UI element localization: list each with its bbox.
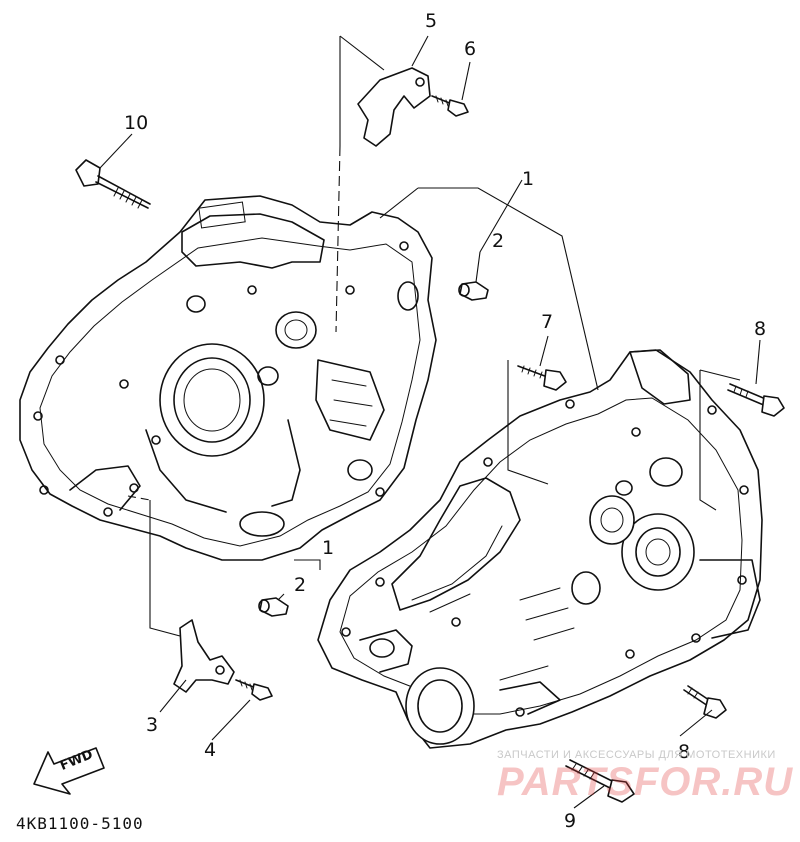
- screw-6: [431, 95, 469, 117]
- watermark-brand: PARTSFOR.RU: [497, 760, 794, 804]
- diagram-code: 4KB1100-5100: [16, 814, 144, 833]
- left-crankcase-half: [19, 195, 437, 561]
- bolt-9: [565, 759, 635, 803]
- callout-10: 10: [124, 112, 149, 134]
- bolt-10: [75, 159, 151, 209]
- bracket-5: [357, 67, 431, 147]
- fwd-arrow-icon: [33, 747, 105, 795]
- callout-3: 3: [146, 714, 159, 736]
- leader-lines: [99, 35, 761, 809]
- bracket-3: [173, 619, 235, 693]
- watermark-tagline: ЗАПЧАСТИ И АКСЕССУАРЫ ДЛЯ МОТОТЕХНИКИ: [497, 749, 776, 761]
- callout-5: 5: [425, 10, 438, 32]
- callout-1-lower: 1: [322, 537, 335, 559]
- callout-8-lower: 8: [678, 741, 691, 763]
- callout-9: 9: [564, 810, 577, 832]
- callout-1-upper: 1: [522, 168, 535, 190]
- callout-7: 7: [541, 311, 554, 333]
- dowel-pin-upper: [458, 281, 489, 301]
- callout-4: 4: [204, 739, 217, 761]
- screw-4: [235, 679, 273, 701]
- callout-2-upper: 2: [492, 230, 505, 252]
- bolt-8-lower: [683, 685, 727, 719]
- callout-2-lower: 2: [294, 574, 307, 596]
- callout-8-upper: 8: [754, 318, 767, 340]
- bolt-8-upper: [727, 383, 785, 417]
- callout-6: 6: [464, 38, 477, 60]
- dowel-pin-lower: [258, 597, 289, 617]
- bolt-7: [517, 365, 567, 391]
- right-crankcase-half: [317, 349, 763, 749]
